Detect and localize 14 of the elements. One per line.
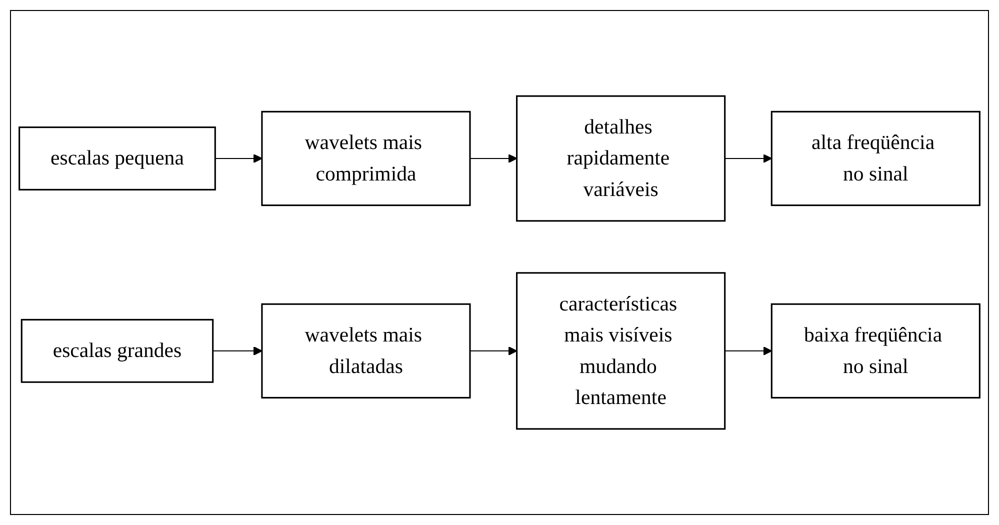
node-box: alta freqüência no sinal	[770, 110, 980, 206]
node-box: wavelets mais comprimida	[261, 110, 471, 206]
arrow	[724, 346, 772, 356]
node-box: escalas grandes	[20, 318, 214, 383]
arrow	[470, 346, 518, 356]
arrow	[470, 154, 518, 164]
node-box: escalas pequena	[18, 126, 216, 190]
arrow	[215, 154, 262, 164]
node-box: wavelets mais dilatadas	[261, 303, 471, 398]
node-box: características mais visíveis mudando lentamente	[516, 272, 726, 430]
arrow	[212, 346, 262, 356]
node-box: baixa freqüência no sinal	[770, 303, 980, 398]
node-box: detalhes rapidamente variáveis	[516, 95, 726, 222]
arrow	[724, 154, 772, 164]
